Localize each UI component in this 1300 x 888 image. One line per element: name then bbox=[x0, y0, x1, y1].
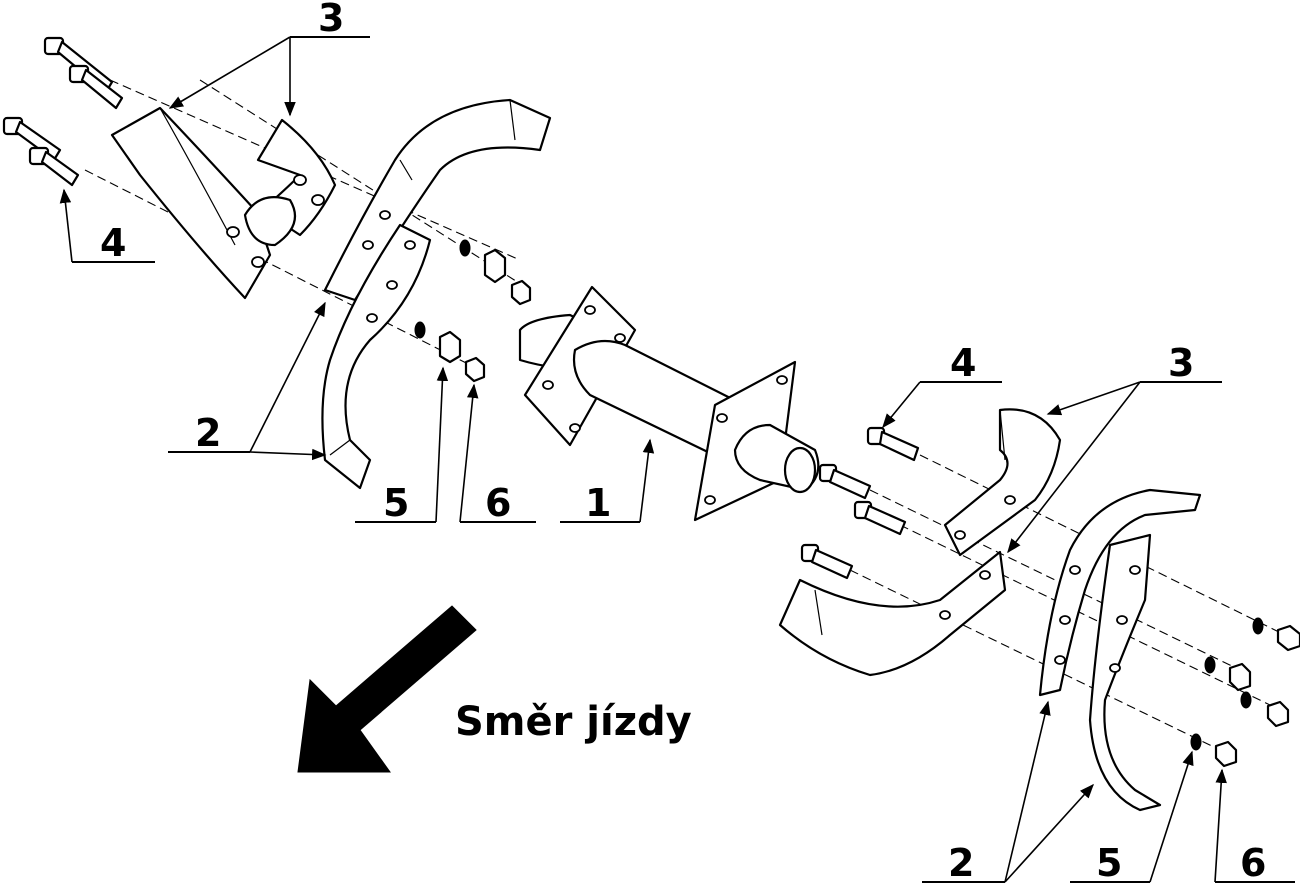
bolts-left bbox=[2, 36, 124, 187]
hub-center bbox=[518, 285, 820, 522]
direction-arrow-icon bbox=[297, 605, 477, 773]
blade-left-upper bbox=[323, 98, 552, 302]
callout-4-right: 4 bbox=[950, 341, 976, 385]
direction-label: Směr jízdy bbox=[455, 699, 692, 745]
callout-6-left: 6 bbox=[485, 481, 511, 525]
callout-3-top-left: 3 bbox=[318, 0, 344, 40]
callout-6-bottom-right: 6 bbox=[1240, 841, 1266, 885]
callout-5-bottom-right: 5 bbox=[1096, 841, 1122, 885]
blade-left-lower bbox=[321, 223, 432, 490]
callout-labels: 3 4 2 5 6 1 4 3 2 5 6 bbox=[100, 0, 1266, 885]
callout-1-center: 1 bbox=[585, 481, 611, 525]
bolt bbox=[866, 426, 920, 462]
callout-4-left: 4 bbox=[100, 221, 126, 265]
leader-lines bbox=[59, 36, 1295, 883]
callout-3-right: 3 bbox=[1168, 341, 1194, 385]
callout-5-left: 5 bbox=[383, 481, 409, 525]
bolt bbox=[800, 543, 854, 580]
callout-2-bottom-right: 2 bbox=[948, 841, 974, 885]
holder-right-upper bbox=[943, 408, 1062, 557]
bolt bbox=[818, 463, 872, 500]
bolt bbox=[853, 500, 907, 536]
holder-left-large bbox=[110, 106, 272, 300]
callout-2-left: 2 bbox=[195, 411, 221, 455]
holder-right-lower bbox=[778, 550, 1007, 677]
blade-right-back bbox=[1088, 533, 1162, 812]
blade-right-front bbox=[1038, 488, 1202, 697]
bolts-right bbox=[800, 426, 920, 580]
bolt bbox=[68, 64, 124, 110]
washers-nuts-left bbox=[414, 239, 532, 383]
bolt bbox=[28, 146, 80, 187]
holder-left-small bbox=[243, 118, 337, 247]
washers-nuts-right bbox=[1190, 617, 1300, 768]
